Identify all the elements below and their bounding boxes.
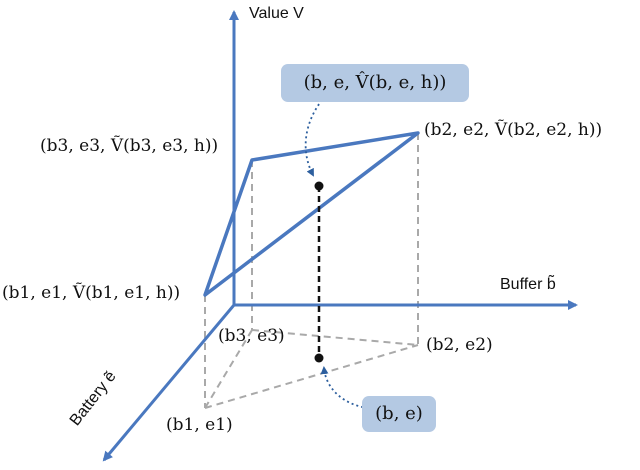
value-surface-triangle [203,131,420,297]
q1-label: (b1, e1) [166,415,233,435]
value-axis-label-text: Value V [249,5,304,22]
value-axis-label: Value V [249,4,304,24]
q3-label-text: (b3, e3) [218,326,285,346]
top-callout-text: (b, e, V̂(b, e, h)) [303,72,447,93]
p3-label: (b3, e3, Ṽ(b3, e3, h)) [40,136,218,156]
base-edge-1-2 [204,344,419,409]
buffer-axis-label: Buffer b̃ [500,275,556,295]
p2-label-text: (b2, e2, Ṽ(b2, e2, h)) [424,120,603,140]
base-edge-3-2 [251,329,419,346]
battery-axis [102,304,236,462]
buffer-axis-label-text: Buffer b̃ [500,276,556,293]
p2-label: (b2, e2, Ṽ(b2, e2, h)) [424,120,602,140]
top-callout-arrow [304,99,323,177]
base-edge-1-3 [204,329,253,409]
p3-label-text: (b3, e3, Ṽ(b3, e3, h)) [40,136,219,156]
q3-label: (b3, e3) [218,326,285,346]
q2-label-text: (b2, e2) [426,335,493,355]
bottom-callout-text: (b, e) [375,403,423,424]
query-state-point [314,353,324,363]
p1-label: (b1, e1, Ṽ(b1, e1, h)) [2,283,180,303]
axes [102,10,578,462]
bottom-callout: (b, e) [362,396,436,432]
interpolated-value-point [314,181,324,191]
bottom-callout-arrow [320,366,369,409]
p1-label-text: (b1, e1, Ṽ(b1, e1, h)) [2,283,181,303]
q1-label-text: (b1, e1) [166,415,233,435]
projection-lines [204,133,419,409]
top-callout: (b, e, V̂(b, e, h)) [281,64,469,102]
q2-label: (b2, e2) [426,335,493,355]
